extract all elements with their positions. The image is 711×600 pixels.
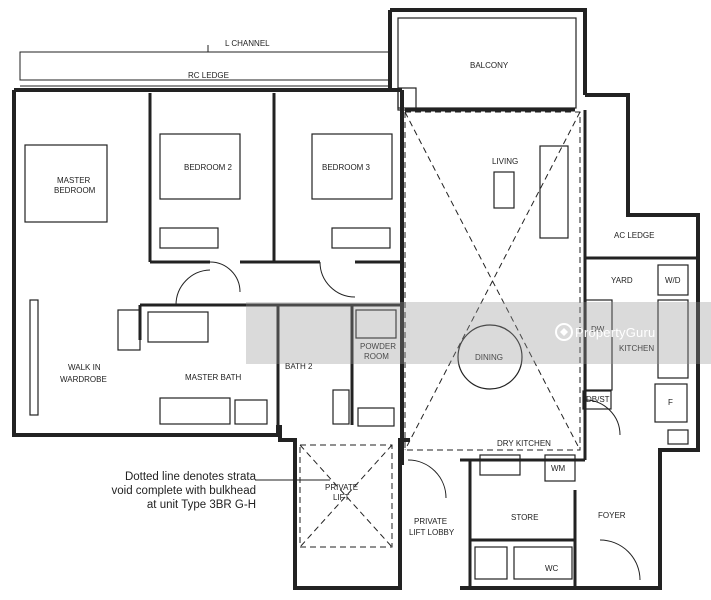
- label-wm: WM: [551, 464, 566, 473]
- label-living: LIVING: [492, 157, 518, 166]
- note-line-3: at unit Type 3BR G-H: [146, 499, 256, 511]
- label-dry-kitchen: DRY KITCHEN: [497, 439, 551, 448]
- strata-void-note: Dotted line denotes strata void complete…: [86, 470, 256, 512]
- label-private-lobby-line2: LIFT LOBBY: [409, 528, 455, 537]
- propertyguru-logo-icon: [555, 323, 573, 341]
- label-ac-ledge: AC LEDGE: [614, 231, 654, 240]
- label-dw: DW: [591, 325, 605, 334]
- label-master-bedroom-line1: MASTER: [57, 176, 91, 185]
- label-db-st: DB/ST: [586, 395, 610, 404]
- note-line-1: Dotted line denotes strata: [124, 471, 256, 483]
- label-bedroom-2: BEDROOM 2: [184, 163, 233, 172]
- label-private-lobby-line1: PRIVATE: [414, 517, 447, 526]
- label-walk-in-line2: WARDROBE: [60, 375, 107, 384]
- label-rc-ledge: RC LEDGE: [188, 71, 229, 80]
- label-wc: WC: [545, 564, 559, 573]
- label-balcony: BALCONY: [470, 61, 509, 70]
- label-yard: YARD: [611, 276, 633, 285]
- note-line-2: void complete with bulkhead: [111, 485, 256, 497]
- label-wd: W/D: [665, 276, 681, 285]
- label-master-bath: MASTER BATH: [185, 373, 242, 382]
- watermark-band: [246, 302, 711, 364]
- label-walk-in-line1: WALK IN: [68, 363, 101, 372]
- watermark-text: PropertyGuru: [575, 325, 656, 340]
- label-bedroom-3: BEDROOM 3: [322, 163, 371, 172]
- label-master-bedroom-line2: BEDROOM: [54, 186, 96, 195]
- label-bath-2: BATH 2: [285, 362, 313, 371]
- label-kitchen: KITCHEN: [619, 344, 654, 353]
- label-powder-room-line2: ROOM: [364, 352, 389, 361]
- label-dining: DINING: [475, 353, 503, 362]
- label-private-lift-line1: PRIVATE: [325, 483, 358, 492]
- label-l-channel: L CHANNEL: [225, 39, 270, 48]
- label-f: F: [668, 398, 673, 407]
- label-store: STORE: [511, 513, 538, 522]
- label-foyer: FOYER: [598, 511, 626, 520]
- label-private-lift-line2: LIFT: [333, 493, 350, 502]
- label-powder-room-line1: POWDER: [360, 342, 396, 351]
